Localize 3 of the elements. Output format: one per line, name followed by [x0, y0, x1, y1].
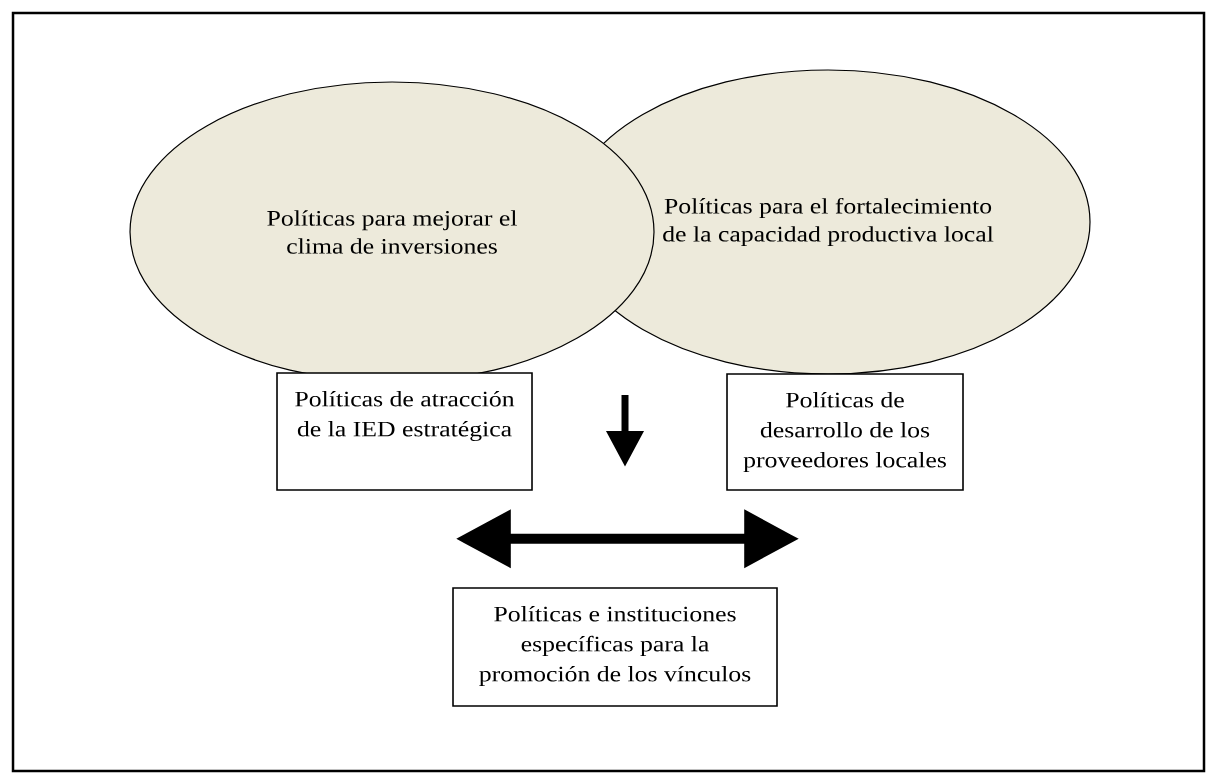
- text-box: Políticas e instituciones específicas para la promoción de los vínculos: [452, 587, 778, 707]
- text-box: Políticas de desarrollo de los proveedores locales: [726, 373, 964, 491]
- text-box: Políticas de atracción de la IED estratégica: [276, 372, 533, 491]
